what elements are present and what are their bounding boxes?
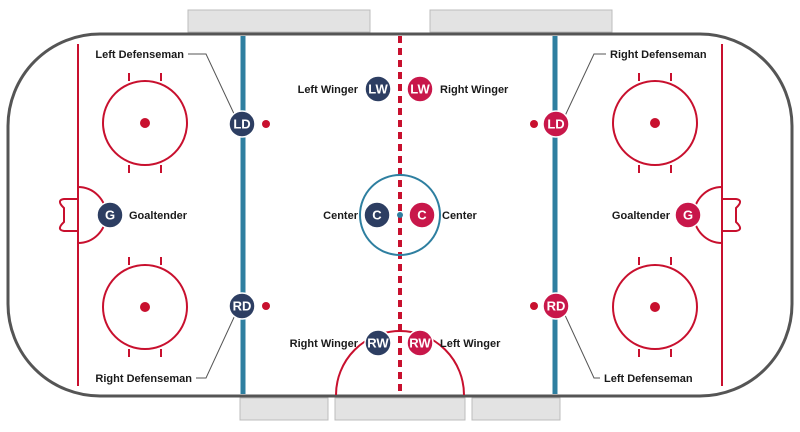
player-red-lw-abbr: LW [410,82,430,97]
player-red-ld[interactable]: LD [542,110,570,138]
player-red-c[interactable]: C [408,201,436,229]
bench-top-left [187,9,371,33]
player-navy-rw[interactable]: RW [364,329,392,357]
player-navy-lw-abbr: LW [368,82,388,97]
player-red-c-abbr: C [417,208,427,223]
label-navy-rd: Right Defenseman [95,373,192,385]
leader-red-ld [563,53,606,119]
neutral-dot-left-top [262,120,270,128]
bench-top-right [429,9,613,33]
leader-navy-ld [188,53,237,119]
player-navy-rd[interactable]: RD [228,292,256,320]
goal-net-left [58,198,78,232]
goal-net-right [722,198,742,232]
center-dot [397,212,403,218]
player-navy-g-abbr: G [105,208,115,223]
label-red-ld: Right Defenseman [610,49,707,61]
leader-red-rd [563,312,600,379]
player-navy-rd-abbr: RD [233,299,252,314]
player-red-rw-abbr: RW [409,336,431,351]
label-navy-g: Goaltender [129,210,188,222]
player-navy-c[interactable]: C [363,201,391,229]
player-red-rd-abbr: RD [547,299,566,314]
scorekeeper-box [334,397,466,421]
player-navy-lw[interactable]: LW [364,75,392,103]
penalty-box-right [471,397,561,421]
player-navy-g[interactable]: G [96,201,124,229]
neutral-dot-left-bottom [262,302,270,310]
player-navy-rw-abbr: RW [367,336,389,351]
label-navy-ld: Left Defenseman [95,49,184,61]
faceoff-circle-right-bottom [612,257,698,357]
neutral-dot-right-top [530,120,538,128]
player-red-lw[interactable]: LW [406,75,434,103]
faceoff-circle-right-top [612,73,698,173]
player-red-g-abbr: G [683,208,693,223]
label-red-rd: Left Defenseman [604,373,693,385]
faceoff-circle-left-bottom [102,257,188,357]
label-red-rw: Left Winger [440,338,501,350]
label-navy-c: Center [323,210,359,222]
referee-crease [335,330,465,396]
label-red-c: Center [442,210,478,222]
neutral-dot-right-bottom [530,302,538,310]
player-red-rw[interactable]: RW [406,329,434,357]
label-red-g: Goaltender [612,210,671,222]
center-circle [359,174,441,256]
label-navy-lw: Left Winger [298,84,359,96]
player-red-ld-abbr: LD [547,117,564,132]
player-navy-ld[interactable]: LD [228,110,256,138]
label-navy-rw: Right Winger [290,338,359,350]
label-red-lw: Right Winger [440,84,509,96]
leader-navy-rd [196,312,237,379]
penalty-box-left [239,397,329,421]
faceoff-circle-left-top [102,73,188,173]
player-navy-c-abbr: C [372,208,382,223]
player-navy-ld-abbr: LD [233,117,250,132]
player-red-rd[interactable]: RD [542,292,570,320]
player-red-g[interactable]: G [674,201,702,229]
